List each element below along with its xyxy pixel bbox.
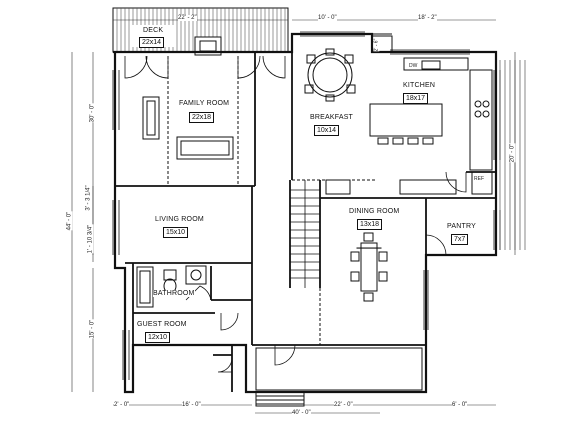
deck-label: DECK [143, 27, 164, 34]
dim-bottom-left-small: 2' - 0" [114, 402, 130, 408]
pantry-label: PANTRY [447, 223, 476, 230]
breakfast-label: BREAKFAST [310, 114, 354, 121]
dining-room-size: 13x18 [357, 219, 383, 230]
dim-left-small-b: 1' - 10 3/4" [87, 224, 94, 254]
dim-left-lower: 15' - 0" [89, 319, 96, 339]
family-room-label: FAMILY ROOM [179, 100, 230, 107]
dim-kitchen-side: 2' - 6" [373, 38, 380, 52]
stairs [290, 180, 320, 288]
living-room-size: 15x10 [163, 227, 189, 238]
dim-left-small-a: 3' - 3 1/4" [85, 185, 92, 211]
kitchen-fixtures [325, 33, 493, 195]
kitchen-size: 18x17 [403, 93, 429, 104]
family-room-size: 22x18 [189, 112, 215, 123]
dining-table [350, 232, 388, 302]
dim-top-mid: 10' - 0" [318, 15, 337, 21]
kitchen-label: KITCHEN [403, 82, 436, 89]
doors [124, 55, 467, 373]
bathroom-label: BATHROOM [153, 290, 195, 297]
breakfast-size: 10x14 [314, 125, 340, 136]
dim-left-total: 44' - 0" [66, 211, 73, 231]
dishwasher-label: DW [409, 63, 418, 69]
living-room-label: LIVING ROOM [155, 216, 204, 223]
guest-room-size: 12x10 [145, 332, 171, 343]
dim-top-right: 18' - 2" [418, 15, 437, 21]
dim-right-upper: 20' - 0" [509, 143, 516, 163]
dim-bottom-total: 40' - 0" [292, 410, 311, 416]
dining-room-label: DINING ROOM [349, 208, 400, 215]
dim-left-upper: 30' - 0" [89, 103, 96, 123]
pantry-size: 7x7 [451, 234, 469, 245]
bathroom-fixtures [136, 265, 207, 308]
dim-top-deck: 22' - 2" [178, 15, 197, 21]
breakfast-table [304, 48, 356, 102]
dim-bottom-right: 6' - 0" [452, 402, 468, 408]
guest-room-label: GUEST ROOM [137, 321, 187, 328]
deck-size: 22x14 [139, 37, 165, 48]
dim-bottom-left: 16' - 0" [182, 402, 201, 408]
front-porch [255, 347, 423, 407]
dim-bottom-mid: 22' - 0" [334, 402, 353, 408]
fridge-label: REF [474, 176, 484, 182]
family-furniture [142, 96, 234, 160]
